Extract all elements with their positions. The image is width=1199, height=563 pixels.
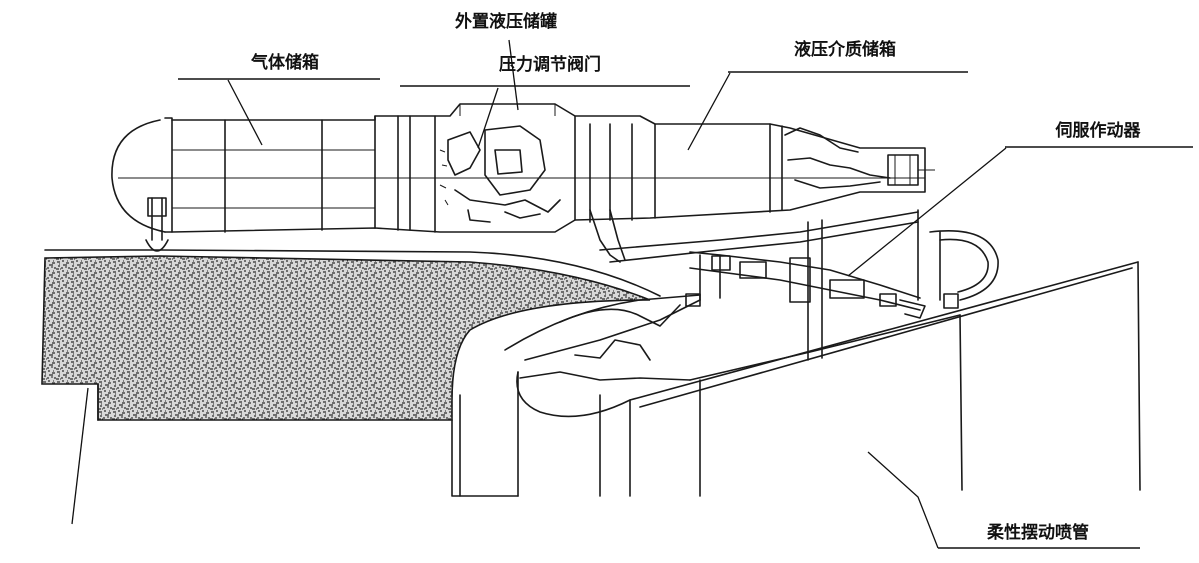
leader-gas-tank xyxy=(227,79,263,146)
flexible-nozzle xyxy=(504,261,1141,497)
leader-external-tank xyxy=(508,39,519,111)
label-pressure-valve: 压力调节阀门 xyxy=(499,54,601,75)
leader-pressure-valve xyxy=(477,87,499,149)
leader-flexible-nozzle xyxy=(867,451,939,549)
label-external-hydraulic-tank: 外置液压储罐 xyxy=(455,11,557,32)
leader-propellant xyxy=(71,387,89,525)
leader-servo-actuator xyxy=(847,147,1007,277)
leader-hydraulic-tank xyxy=(687,72,731,151)
label-gas-tank: 气体储箱 xyxy=(250,52,319,73)
motor-case xyxy=(97,383,519,497)
tank-assembly xyxy=(111,103,935,252)
label-servo-actuator: 伺服作动器 xyxy=(1055,120,1142,141)
label-underlines xyxy=(178,71,1193,549)
nozzle-pivot-dome xyxy=(917,209,999,309)
servo-actuator xyxy=(689,251,926,319)
propellant-grain xyxy=(41,249,661,421)
labels: 外置液压储罐 气体储箱 压力调节阀门 液压介质储箱 伺服作动器 柔性摆动喷管 xyxy=(250,11,1141,543)
label-hydraulic-medium-tank: 液压介质储箱 xyxy=(794,39,896,60)
leader-lines xyxy=(71,39,1007,549)
label-flexible-nozzle: 柔性摆动喷管 xyxy=(987,522,1089,543)
